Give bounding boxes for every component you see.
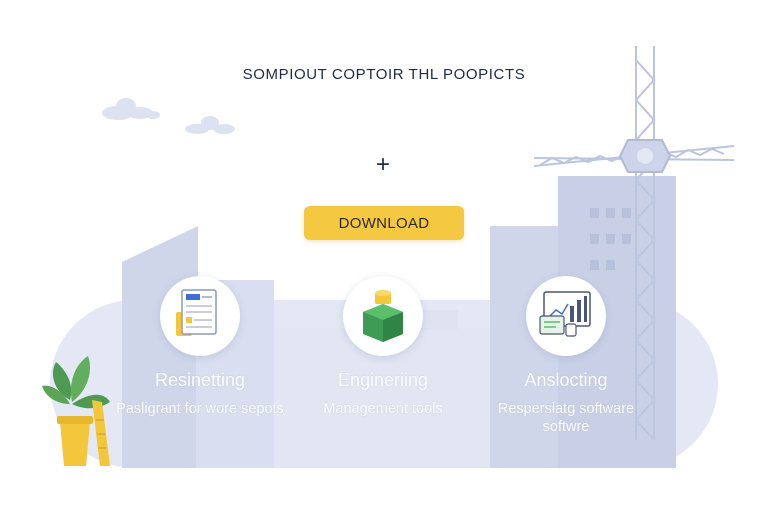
cloud-icon bbox=[185, 116, 235, 134]
add-icon[interactable]: + bbox=[375, 151, 390, 178]
plant-icon bbox=[42, 356, 110, 466]
cloud-icon bbox=[102, 98, 160, 120]
card-title: Anslocting bbox=[524, 370, 608, 390]
card-subtitle: Management tools bbox=[323, 401, 443, 417]
page-title: SOMPIOUT COPTOIR THL POOPICTS bbox=[242, 66, 526, 83]
card-title: Resinetting bbox=[154, 370, 246, 390]
download-button[interactable]: DOWNLOAD bbox=[304, 206, 464, 240]
card-icon-container[interactable] bbox=[343, 276, 423, 356]
chart-icon bbox=[539, 291, 591, 337]
card-subtitle: Pasligrant for wore sepots bbox=[116, 401, 284, 417]
document-icon bbox=[176, 289, 217, 336]
card-icon-container[interactable] bbox=[160, 276, 240, 356]
card-icon-container[interactable] bbox=[526, 276, 606, 356]
building-windows bbox=[590, 208, 631, 270]
card-subtitle: Resperslatg software softwre bbox=[497, 401, 635, 435]
block-icon bbox=[363, 290, 403, 342]
card-title: Engineriing bbox=[337, 370, 429, 390]
